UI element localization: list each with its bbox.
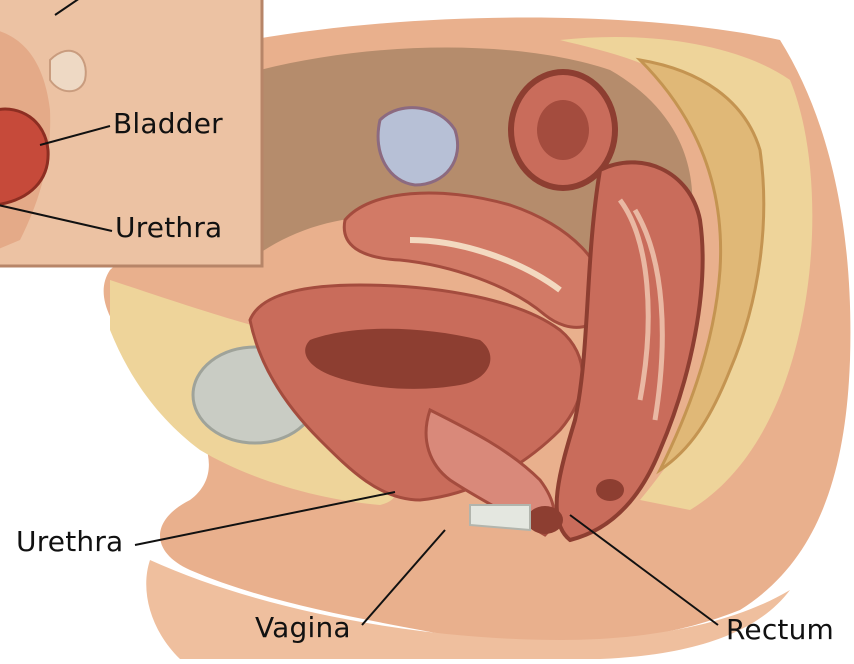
pelvic-floor-band <box>470 505 530 530</box>
label-inset-bladder: Bladder <box>113 110 223 138</box>
anal-opening <box>527 506 563 534</box>
label-inset-urethra: Urethra <box>115 214 222 242</box>
label-urethra: Urethra <box>16 528 123 556</box>
label-rectum: Rectum <box>726 616 834 644</box>
colon-lumen <box>537 100 589 160</box>
label-vagina: Vagina <box>255 614 351 642</box>
perineal-opening <box>596 479 624 501</box>
ovary-shape <box>378 108 458 185</box>
inset-ovary <box>50 51 86 92</box>
